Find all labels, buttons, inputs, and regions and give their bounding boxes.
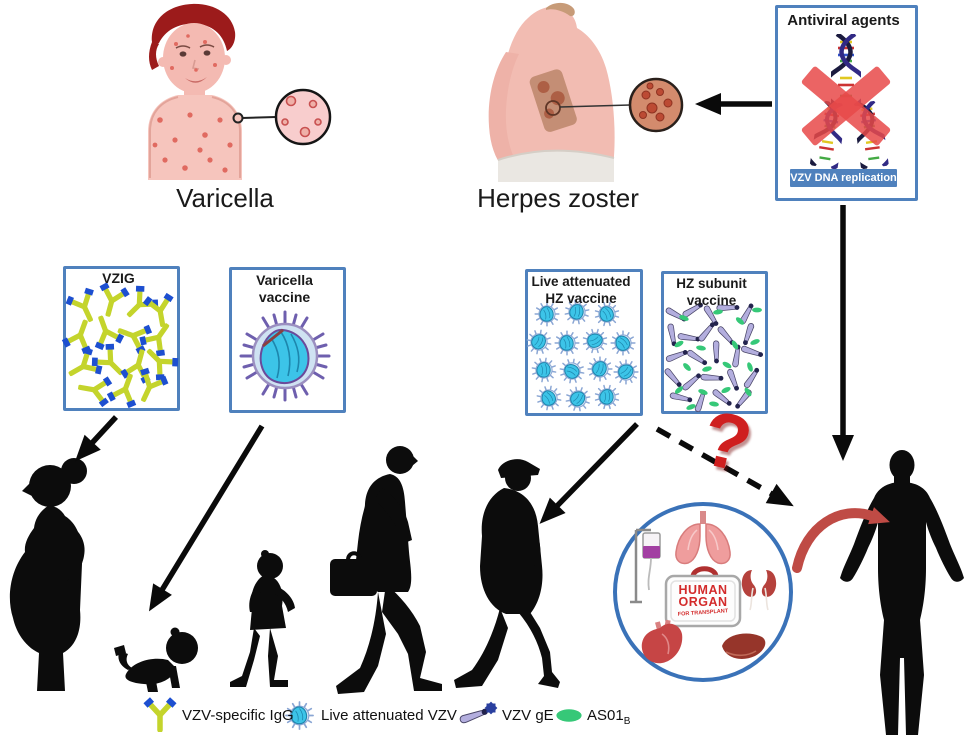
live-hz-virions xyxy=(521,296,643,417)
dna-replication-blocked-art xyxy=(801,34,891,171)
arrow-live-vaccine-to-older-adult xyxy=(539,422,639,524)
hz-subunit-title-line1: HZ subunit xyxy=(676,276,747,291)
liver-icon xyxy=(722,633,766,659)
varicella-vaccine-title-line1: Varicella xyxy=(256,272,313,288)
arrows xyxy=(75,93,854,612)
organ-box-line2: ORGAN xyxy=(678,595,728,609)
antiviral-agents-title: Antiviral agents xyxy=(787,12,900,29)
older-man-silhouette xyxy=(454,459,560,688)
arrow-vzig-to-pregnant xyxy=(75,415,119,462)
legend-adjuvant-text: AS01 xyxy=(587,707,624,724)
ge-rod-icon xyxy=(458,701,498,724)
legend-adjuvant-subscript: B xyxy=(623,716,631,727)
live-hz-title-line1: Live attenuated xyxy=(531,274,631,289)
legend-adjuvant-label: AS01B xyxy=(587,707,630,727)
heart-icon xyxy=(641,619,683,664)
organ-box-line1: HUMAN xyxy=(678,583,728,597)
hz-subunit-title-line2: vaccine xyxy=(686,293,737,308)
antibody-icon xyxy=(146,700,175,731)
vzv-dna-replication-label: VZV DNA replication xyxy=(790,169,897,187)
pregnant-woman-silhouette xyxy=(9,458,87,691)
varicella-vaccine-virion xyxy=(239,310,331,402)
legend-live-vzv-label: Live attenuated VZV xyxy=(321,707,457,724)
kidneys-icon xyxy=(741,570,777,611)
organ-cooler-icon xyxy=(664,566,742,628)
varicella-vaccine-title: Varicella vaccine xyxy=(230,272,339,306)
arrow-varicella-vaccine-to-infant xyxy=(148,424,265,612)
toddler-silhouette xyxy=(230,550,295,687)
legend-igg-label: VZV-specific IgG xyxy=(182,707,294,724)
arrow-dashed-vaccines-to-transplant xyxy=(655,426,794,507)
varicella-child-illustration xyxy=(148,3,332,180)
legend-ge-label: VZV gE xyxy=(502,707,554,724)
businessman-silhouette xyxy=(330,446,442,694)
organ-transplant-circle xyxy=(613,502,793,682)
hz-subunit-vaccine-title: HZ subunit vaccine xyxy=(662,275,761,309)
adjuvant-icon xyxy=(556,709,582,722)
zoster-magnifier xyxy=(545,77,684,133)
vzig-title: VZIG xyxy=(102,270,135,286)
live-hz-vaccine-title: Live attenuated HZ vaccine xyxy=(526,273,636,307)
lungs-icon xyxy=(675,511,731,565)
baby-silhouette xyxy=(114,627,198,692)
live-hz-title-line2: HZ vaccine xyxy=(545,291,617,306)
iv-drip-icon xyxy=(630,528,661,604)
legend-icons xyxy=(146,700,582,731)
varicella-label: Varicella xyxy=(176,183,274,213)
varicella-vaccine-title-line2: vaccine xyxy=(258,289,311,305)
varicella-magnifier xyxy=(232,88,332,146)
curved-arrow-organs-to-recipient xyxy=(792,507,890,573)
herpes-zoster-label: Herpes zoster xyxy=(477,183,639,213)
vzig-antibodies xyxy=(62,283,179,407)
herpes-zoster-illustration xyxy=(488,2,684,182)
population-silhouettes xyxy=(9,446,964,735)
red-x-icon xyxy=(801,66,891,146)
standing-man-silhouette xyxy=(840,450,964,735)
